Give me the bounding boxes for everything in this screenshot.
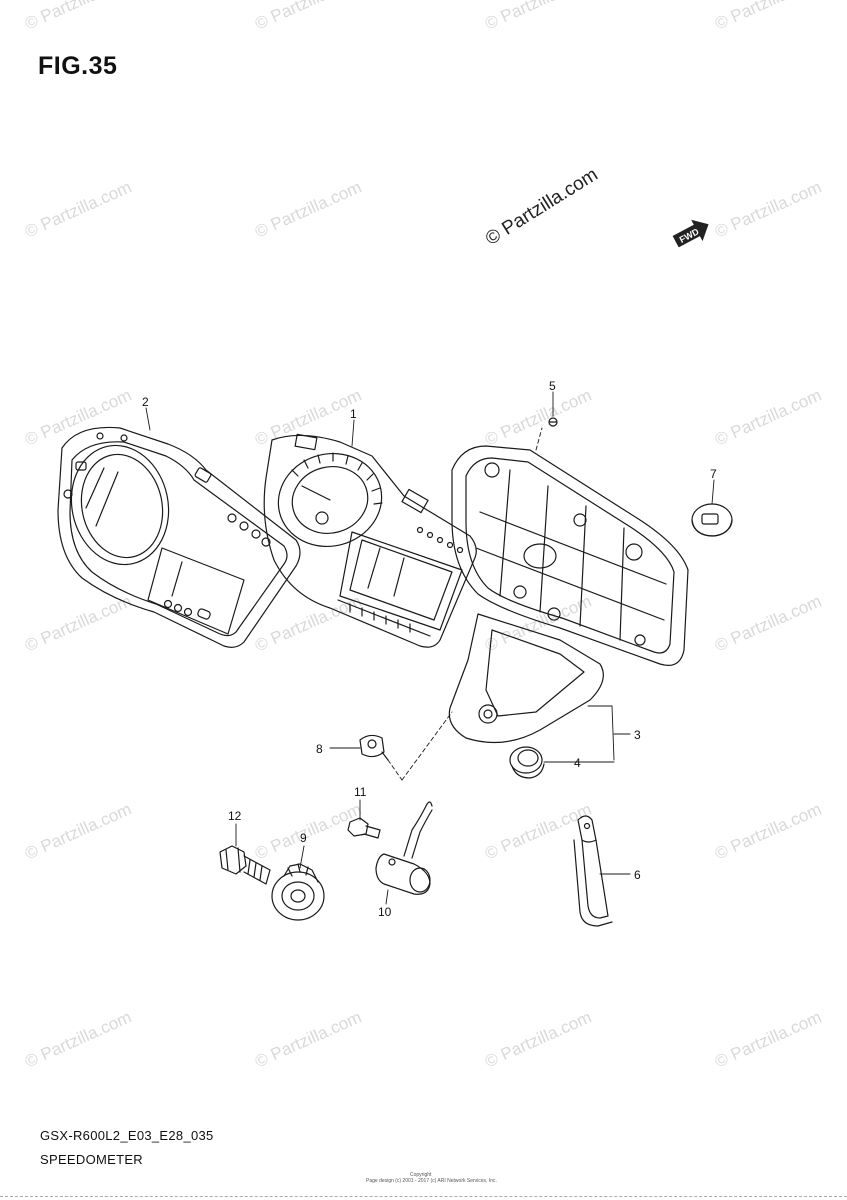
meter-case — [448, 445, 689, 744]
copyright-notice: Page design (c) 2001 - 2017 (c) ARI Netw… — [366, 1178, 497, 1184]
callout-7: 7 — [710, 467, 717, 481]
callout-3: 3 — [634, 728, 641, 742]
model-code: GSX-R600L2_E03_E28_035 — [40, 1128, 214, 1143]
callout-4: 4 — [574, 756, 581, 770]
meter-assembly — [263, 433, 477, 648]
bolt — [219, 845, 271, 885]
section-name: SPEEDOMETER — [40, 1152, 143, 1167]
speedometer-gear — [271, 863, 325, 921]
bolt — [347, 817, 381, 839]
figure-title: FIG.35 — [38, 52, 118, 80]
callout-11: 11 — [354, 785, 367, 799]
clamp — [573, 815, 613, 927]
callout-10: 10 — [378, 905, 392, 919]
callout-5: 5 — [549, 379, 556, 393]
callout-1: 1 — [350, 407, 357, 421]
screw — [359, 734, 389, 761]
meter-front-cover — [57, 426, 301, 648]
grommet — [509, 746, 545, 779]
callout-12: 12 — [228, 809, 242, 823]
cap — [691, 503, 733, 537]
callout-8: 8 — [316, 742, 323, 756]
callout-6: 6 — [634, 868, 641, 882]
forward-direction-icon: FWD — [672, 218, 712, 253]
callout-9: 9 — [300, 831, 307, 845]
callout-2: 2 — [142, 395, 149, 409]
page-divider — [0, 1196, 847, 1197]
screw — [548, 417, 558, 427]
copyright-label: Copyright — [410, 1172, 432, 1178]
speed-sensor — [375, 801, 433, 895]
